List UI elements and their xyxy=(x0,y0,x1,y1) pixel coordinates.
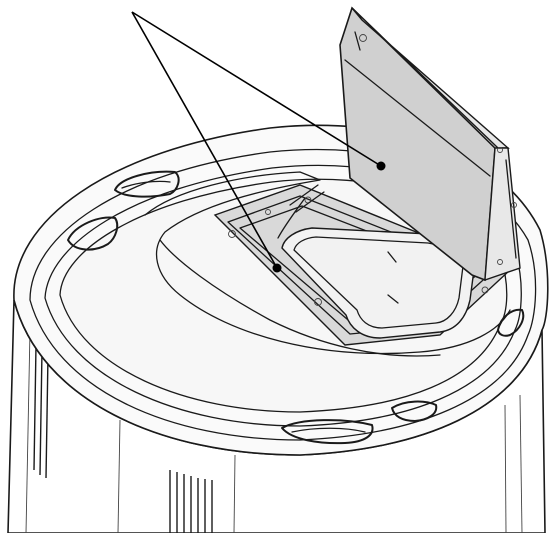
leader-line-lid xyxy=(131,11,382,167)
hopper-lid xyxy=(339,6,521,282)
hopper-opening xyxy=(213,184,512,346)
side-vent-left xyxy=(33,344,49,479)
handle-slots xyxy=(67,170,525,445)
front-vent-grille xyxy=(169,470,213,533)
callout-leaders xyxy=(131,11,386,273)
leader-line-opening xyxy=(131,11,278,269)
callout-dot-opening xyxy=(272,263,282,273)
callout-dot-lid xyxy=(376,161,386,171)
